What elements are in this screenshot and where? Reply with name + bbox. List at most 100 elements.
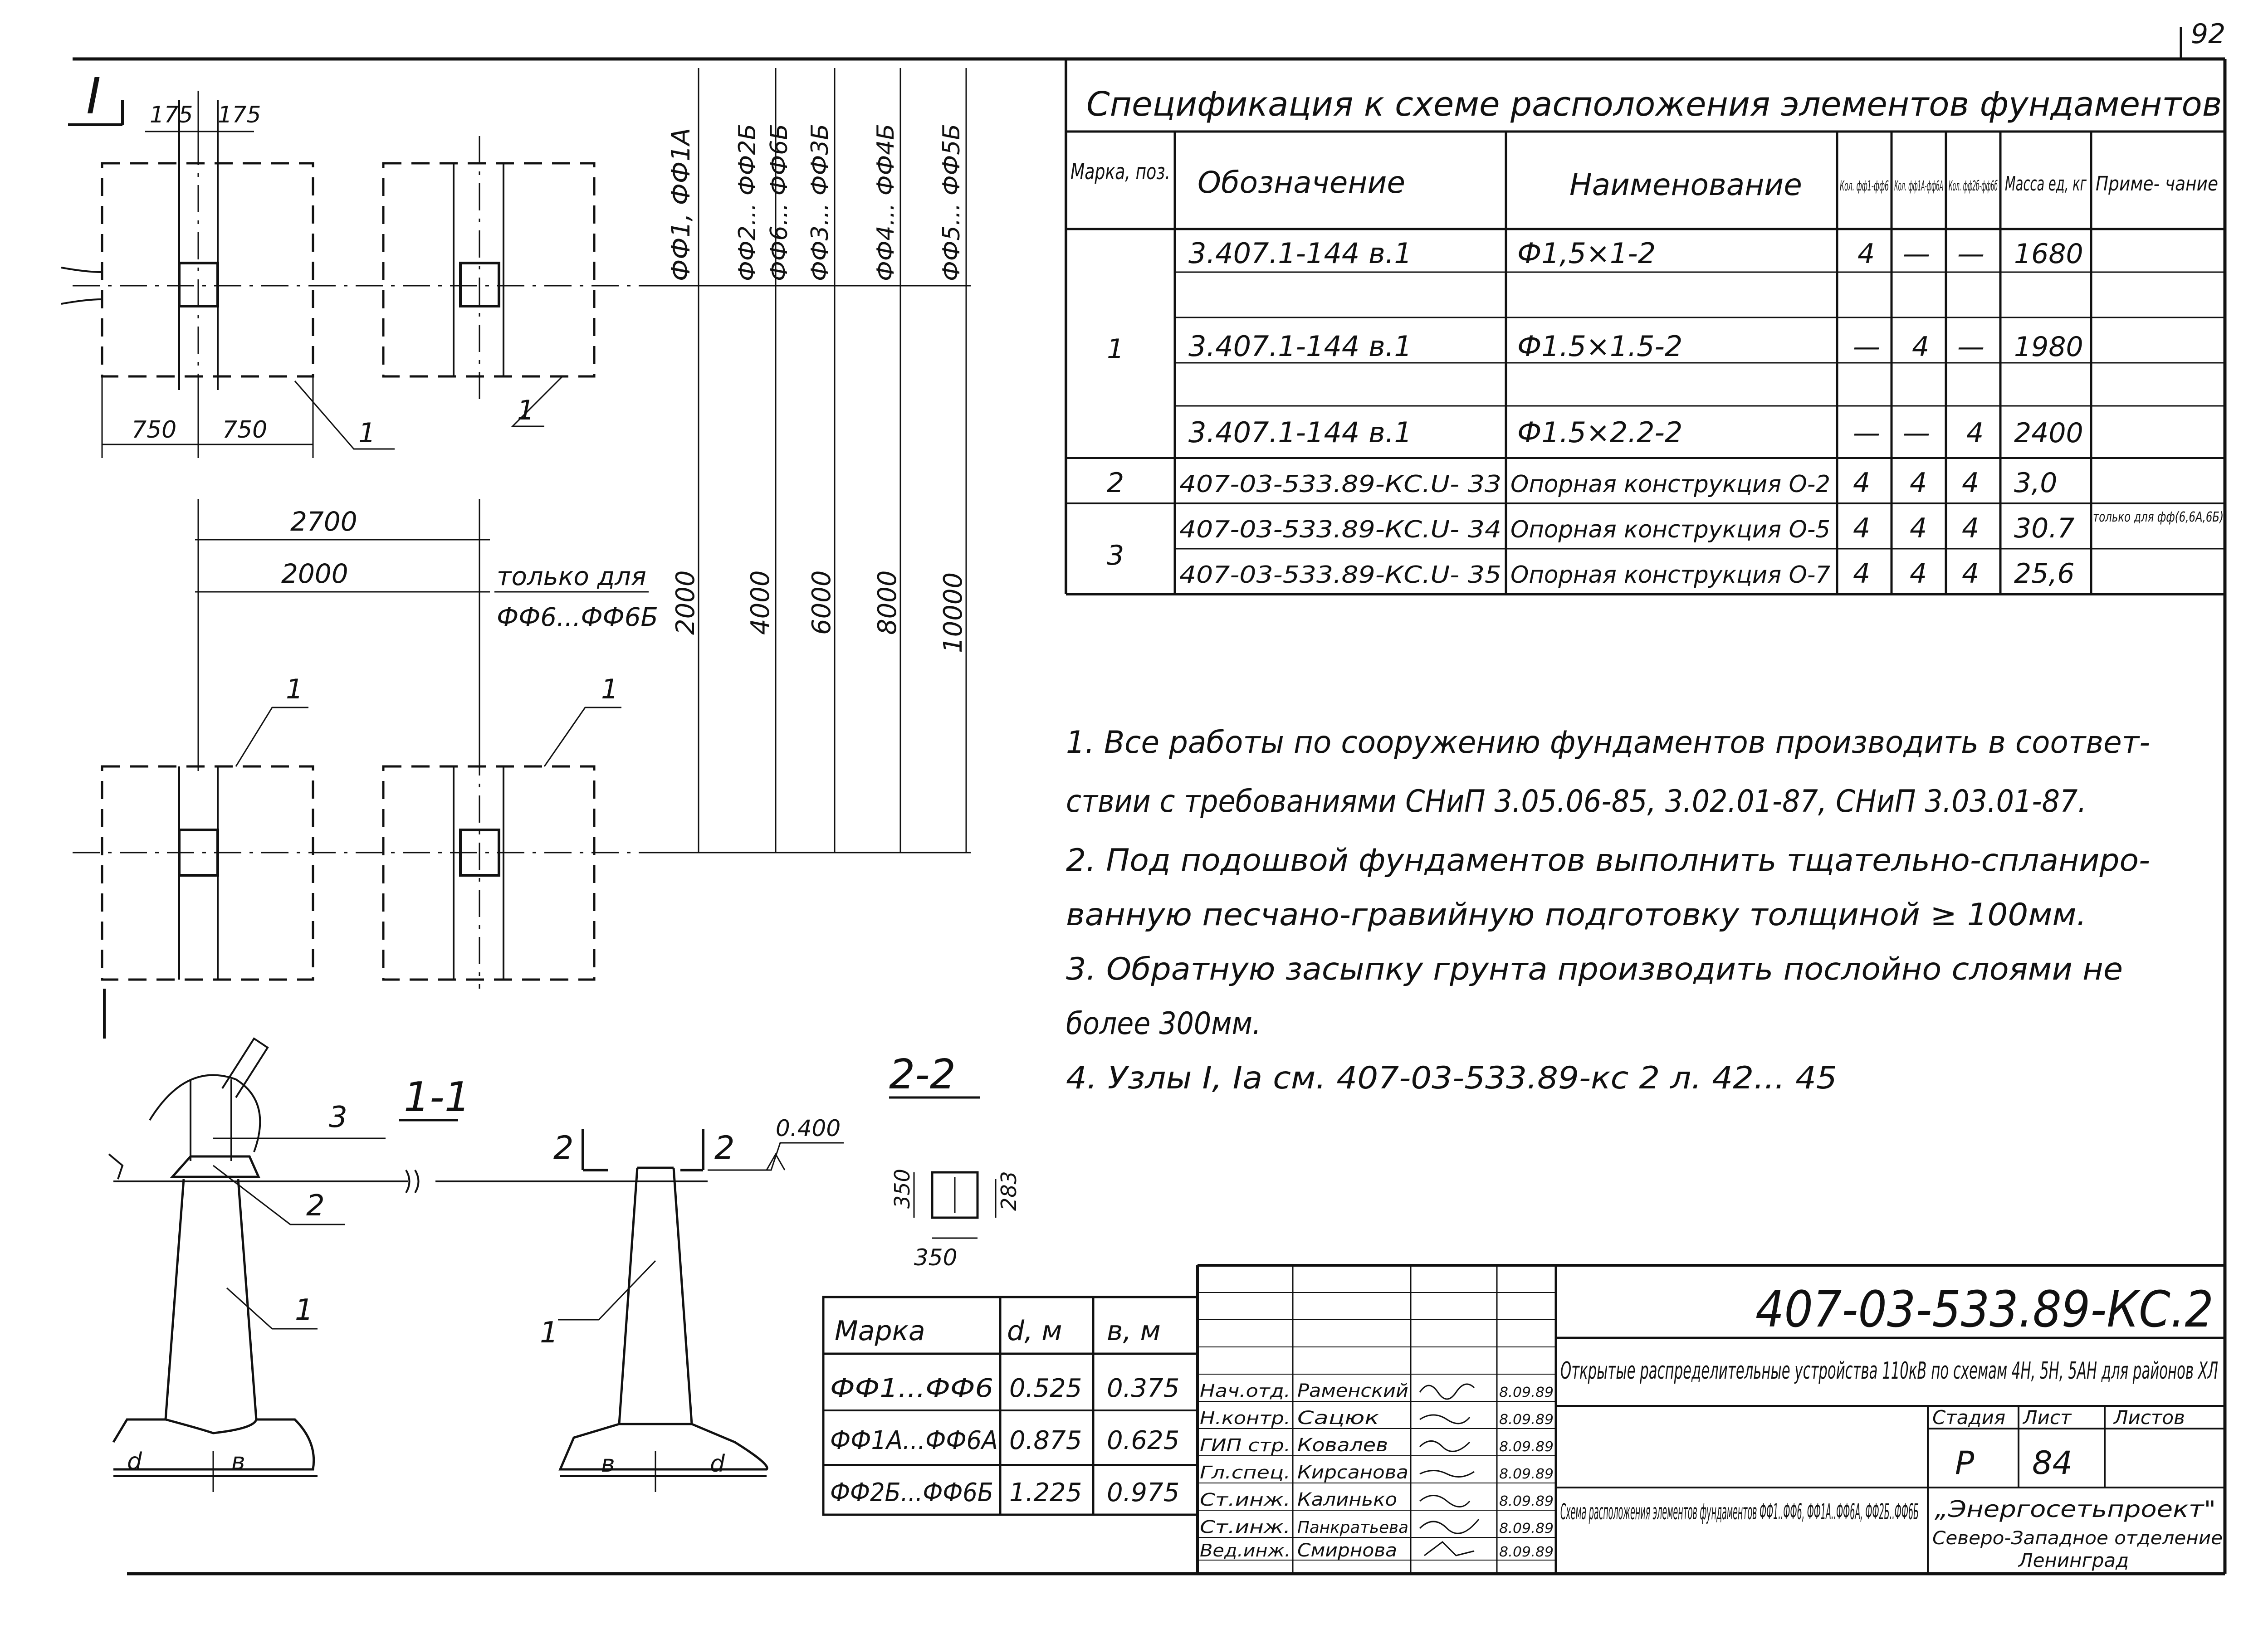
person-name: Кирсанова bbox=[1297, 1462, 1408, 1483]
spec-row-q1: 4 bbox=[1853, 512, 1870, 544]
spec-row-q2: — bbox=[1903, 417, 1930, 449]
spec-header-mass: Масса ед, кг bbox=[2005, 172, 2087, 195]
d-letter: d bbox=[127, 1448, 142, 1475]
dim-750-left: 750 bbox=[132, 416, 176, 444]
person-role: Ст.инж. bbox=[1200, 1517, 1290, 1537]
dims-header-d: d, м bbox=[1007, 1315, 1062, 1347]
spec-header-qty3: Кол. фф2б-фф6б bbox=[1949, 178, 1998, 194]
dim-283: 283 bbox=[997, 1171, 1021, 1211]
spec-row-designation: 3.407.1-144 в.1 bbox=[1188, 330, 1412, 363]
person-role: Вед.инж. bbox=[1200, 1541, 1290, 1561]
dim-350-width: 350 bbox=[914, 1244, 957, 1271]
column-dim: 10000 bbox=[938, 572, 968, 653]
general-notes: 1. Все работы по сооружению фундаментов … bbox=[1066, 725, 2150, 1096]
spec-row-mass: 30.7 bbox=[2014, 512, 2075, 544]
callout-1: 1 bbox=[540, 1316, 558, 1350]
dims-cell: 1.225 bbox=[1009, 1478, 1082, 1507]
person-date: 8.09.89 bbox=[1499, 1493, 1554, 1509]
spec-row-designation: 407-03-533.89-КС.U- 33 bbox=[1179, 471, 1501, 498]
spec-row-q1: 4 bbox=[1853, 467, 1870, 499]
stage-value: Р bbox=[1955, 1444, 1975, 1482]
spec-row-q2: 4 bbox=[1910, 558, 1927, 590]
callout-1: 1 bbox=[286, 673, 303, 705]
person-name: Раменский bbox=[1297, 1380, 1408, 1401]
person-role: Нач.отд. bbox=[1200, 1381, 1290, 1401]
section-1-1-title: 1-1 bbox=[404, 1073, 470, 1121]
column-label: ФФ2... ФФ2Б bbox=[734, 124, 761, 281]
plan-view: I 175 175 750 750 1 1 bbox=[61, 67, 971, 1039]
dims-header-mark: Марка bbox=[835, 1315, 925, 1347]
spec-row-designation: 3.407.1-144 в.1 bbox=[1188, 237, 1412, 270]
spec-table-title: Спецификация к схеме расположения элемен… bbox=[1086, 85, 2222, 124]
spec-row-q3: 4 bbox=[1966, 417, 1984, 449]
spec-row-q3: 4 bbox=[1962, 467, 1979, 499]
spec-row-name: Ф1,5×1-2 bbox=[1517, 237, 1656, 270]
note-line: ванную песчано-гравийную подготовку толщ… bbox=[1066, 897, 2087, 933]
callout-1: 1 bbox=[601, 673, 618, 705]
dims-cell: 0.525 bbox=[1009, 1374, 1082, 1403]
person-name: Сацюк bbox=[1297, 1408, 1379, 1429]
spec-row-designation: 407-03-533.89-КС.U- 35 bbox=[1179, 561, 1501, 589]
d-letter: d bbox=[710, 1450, 725, 1478]
note-line: 3. Обратную засыпку грунта производить п… bbox=[1066, 951, 2123, 987]
spec-row-q3: 4 bbox=[1962, 558, 1979, 590]
spec-row-q3: — bbox=[1957, 331, 1984, 363]
section-2-2: 2-2 2 2 0.400 в d 1 350 283 350 bbox=[540, 1051, 1021, 1492]
spec-row-q1: — bbox=[1853, 331, 1880, 363]
organization-branch: Северо-Западное отделение bbox=[1932, 1528, 2223, 1549]
document-code: 407-03-533.89-КС.2 bbox=[1755, 1280, 2214, 1338]
person-name: Калинько bbox=[1297, 1489, 1397, 1510]
person-role: Гл.спец. bbox=[1200, 1463, 1290, 1483]
sheet-frame bbox=[73, 27, 2227, 1575]
note-line: ствии с требованиями СНиП 3.05.06-85, 3.… bbox=[1066, 784, 2087, 819]
column-label: ФФ6... ФФ6Б bbox=[766, 124, 793, 281]
spec-header-mark: Марка, поз. bbox=[1070, 159, 1170, 185]
callout-2: 2 bbox=[306, 1189, 325, 1223]
dims-cell: ФФ1...ФФ6 bbox=[830, 1374, 993, 1403]
spec-row-mark: 2 bbox=[1107, 467, 1124, 499]
dim-175-right: 175 bbox=[218, 102, 261, 128]
dim-350-height: 350 bbox=[890, 1169, 914, 1209]
dims-cell: 0.625 bbox=[1107, 1426, 1179, 1455]
callout-1: 1 bbox=[517, 395, 534, 426]
spec-table bbox=[1065, 59, 2225, 595]
dims-header-b: в, м bbox=[1107, 1315, 1161, 1347]
cut-mark-left: 2 bbox=[553, 1129, 574, 1166]
dims-cell: ФФ2Б...ФФ6Б bbox=[830, 1478, 993, 1507]
spec-row-q1: 4 bbox=[1857, 238, 1875, 270]
person-date: 8.09.89 bbox=[1499, 1385, 1554, 1400]
dim-175-left: 175 bbox=[150, 102, 193, 128]
title-block bbox=[1196, 1264, 2225, 1574]
spec-row-mass: 1980 bbox=[2014, 331, 2083, 363]
dims-cell: 0.875 bbox=[1009, 1426, 1082, 1455]
dim-2000: 2000 bbox=[281, 558, 348, 589]
dims-cell: 0.975 bbox=[1107, 1478, 1179, 1507]
spec-row-q2: — bbox=[1903, 238, 1930, 270]
person-name: Панкратьева bbox=[1297, 1518, 1408, 1537]
note-line: 2. Под подошвой фундаментов выполнить тщ… bbox=[1066, 843, 2150, 878]
column-dim: 6000 bbox=[807, 570, 836, 635]
signature-mark bbox=[1419, 1383, 1480, 1556]
spec-row-q1: — bbox=[1853, 417, 1880, 449]
organization-city: Ленинград bbox=[2018, 1549, 2129, 1571]
view-mark: I bbox=[86, 67, 101, 125]
note-line: более 300мм. bbox=[1066, 1006, 1261, 1042]
spec-row-mass: 2400 bbox=[2014, 417, 2083, 449]
person-date: 8.09.89 bbox=[1499, 1466, 1554, 1482]
person-name: Смирнова bbox=[1297, 1540, 1397, 1561]
dim-2700: 2700 bbox=[290, 506, 357, 537]
signature-rows: Нач.отд. Раменский 8.09.89 Н.контр. Сацю… bbox=[1200, 1380, 1554, 1561]
column-label: ФФ5... ФФ5Б bbox=[938, 124, 965, 281]
sheet-value: 84 bbox=[2032, 1444, 2072, 1482]
dims-table: Марка d, м в, м ФФ1...ФФ6 0.525 0.375 ФФ… bbox=[822, 1296, 1199, 1516]
spec-row-name: Ф1.5×2.2-2 bbox=[1517, 416, 1682, 449]
spec-row-q3: 4 bbox=[1962, 512, 1979, 544]
spec-row-q2: 4 bbox=[1912, 331, 1929, 363]
note-line: 4. Узлы I, Iа см. 407-03-533.89-кс 2 л. … bbox=[1066, 1060, 1837, 1096]
spec-rows: 1 3.407.1-144 в.1 Ф1,5×1-2 4 — — 1680 3.… bbox=[1107, 237, 2224, 590]
column-dim: 4000 bbox=[746, 570, 775, 635]
spec-header-designation: Обозначение bbox=[1198, 165, 1405, 200]
only-for-marks: ФФ6...ФФ6Б bbox=[497, 603, 658, 632]
spec-row-q3: — bbox=[1957, 238, 1984, 270]
